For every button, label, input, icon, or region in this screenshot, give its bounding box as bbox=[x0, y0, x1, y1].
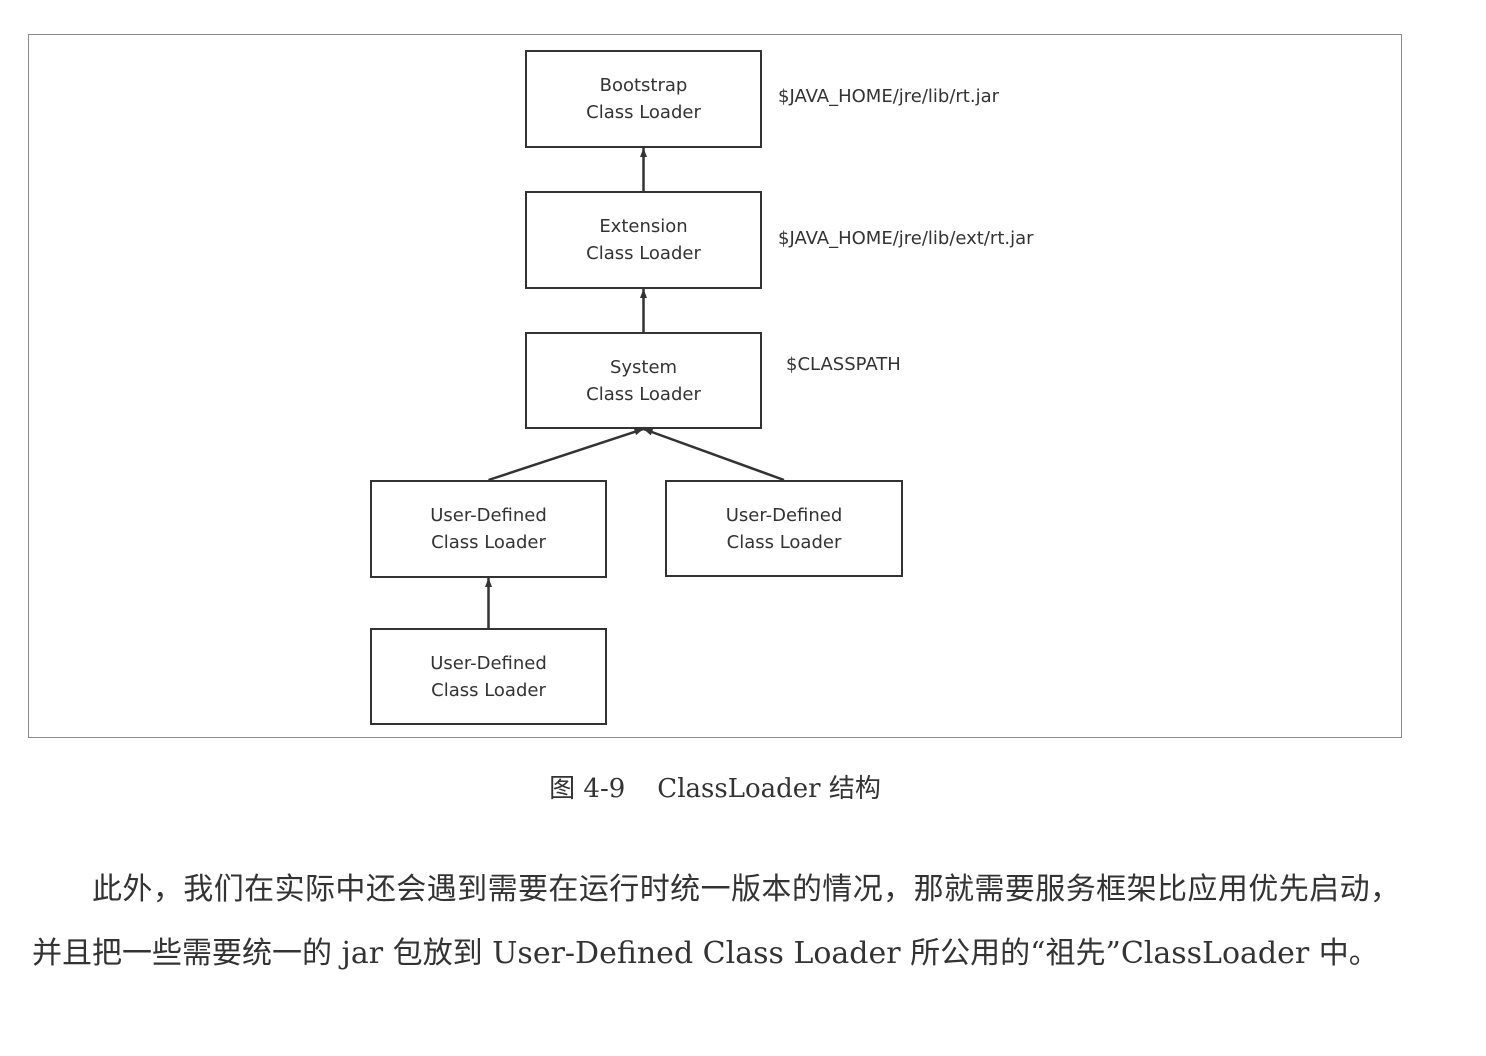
system-class-loader-node: System Class Loader bbox=[525, 332, 762, 429]
bootstrap-path-label: $JAVA_HOME/jre/lib/rt.jar bbox=[778, 86, 1000, 107]
system-path-label: $CLASSPATH bbox=[786, 354, 901, 375]
arrowhead-extension-to-bootstrap bbox=[640, 148, 647, 157]
node-label: Class Loader bbox=[726, 531, 842, 553]
figure-title: ClassLoader 结构 bbox=[657, 774, 881, 804]
extension-class-loader-node: Extension Class Loader bbox=[525, 191, 762, 289]
edge-user1-to-system bbox=[488, 427, 644, 482]
figure-number: 图 4-9 bbox=[549, 774, 626, 804]
user-defined-class-loader-node: User-Defined Class Loader bbox=[370, 628, 607, 725]
node-label: Bootstrap bbox=[599, 75, 688, 96]
user-defined-class-loader-node: User-Defined Class Loader bbox=[370, 480, 607, 578]
node-label: User-Defined bbox=[725, 504, 843, 526]
figure-caption: 图 4-9 ClassLoader 结构 bbox=[0, 768, 1430, 805]
node-label: Class Loader bbox=[586, 243, 701, 264]
node-label: Class Loader bbox=[586, 102, 701, 123]
user-defined-class-loader-node: User-Defined Class Loader bbox=[665, 480, 903, 577]
node-label: Extension bbox=[599, 216, 688, 237]
node-label: User-Defined bbox=[430, 652, 547, 674]
arrowhead-system-to-extension bbox=[640, 289, 647, 298]
node-label: Class Loader bbox=[431, 532, 546, 553]
node-label: User-Defined bbox=[430, 505, 547, 526]
arrowhead-user1-to-system bbox=[633, 428, 644, 436]
edge-user2-to-system bbox=[643, 427, 785, 482]
node-label: System bbox=[609, 356, 678, 378]
diagram-frame bbox=[28, 34, 1402, 738]
node-label: Class Loader bbox=[586, 383, 701, 405]
body-paragraph: 此外，我们在实际中还会遇到需要在运行时统一版本的情况，那就需要服务框架比应用优先… bbox=[32, 872, 1400, 971]
arrowhead-user3-to-user1 bbox=[485, 578, 492, 587]
arrowhead-user2-to-system bbox=[643, 428, 654, 436]
bootstrap-class-loader-node: Bootstrap Class Loader bbox=[525, 50, 762, 148]
node-label: Class Loader bbox=[431, 679, 546, 701]
extension-path-label: $JAVA_HOME/jre/lib/ext/rt.jar bbox=[778, 228, 1034, 249]
